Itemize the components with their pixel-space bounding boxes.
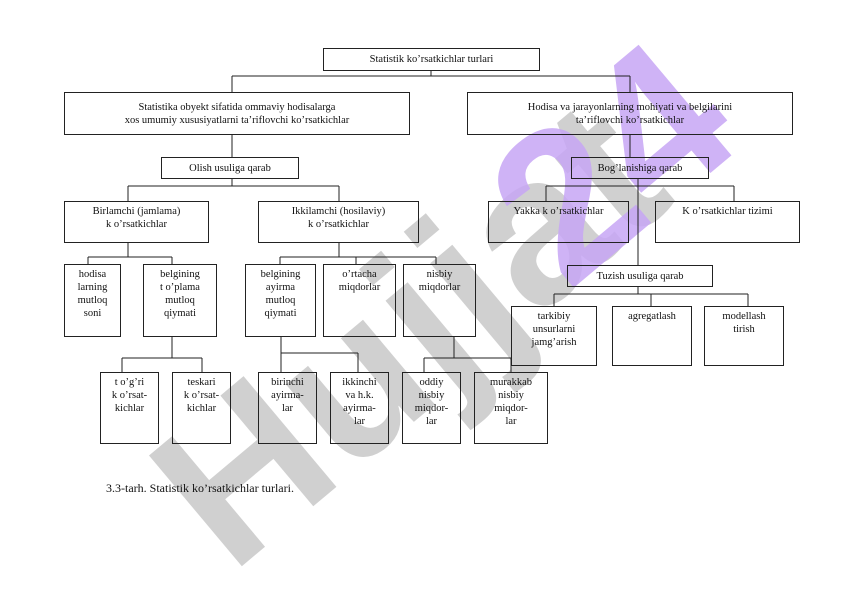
by-obtaining-method-box: Olish usuliga qarab xyxy=(161,157,299,179)
average-values-box: o’rtacha miqdorlar xyxy=(323,264,396,337)
figure-caption: 3.3-tarh. Statistik ko’rsatkichlar turla… xyxy=(106,481,294,495)
aggregation-box: agregatlash xyxy=(612,306,692,366)
by-construction-method-box: Tuzish usuliga qarab xyxy=(567,265,713,287)
complex-relative-box: murakkab nisbiy miqdor- lar xyxy=(474,372,548,444)
total-absolute-value-box: belgining t o’plama mutloq qiymati xyxy=(143,264,217,337)
general-indicators-box: Statistika obyekt sifatida ommaviy hodis… xyxy=(64,92,410,135)
absolute-count-box: hodisa larning mutloq soni xyxy=(64,264,121,337)
indicator-system-box: K o’rsatkichlar tizimi xyxy=(655,201,800,243)
difference-absolute-value-box: belgining ayirma mutloq qiymati xyxy=(245,264,316,337)
first-differences-box: birinchi ayirma- lar xyxy=(258,372,317,444)
inverse-indicators-box: teskari k o’rsat- kichlar xyxy=(172,372,231,444)
direct-indicators-box: t o’g’ri k o’rsat- kichlar xyxy=(100,372,159,444)
simple-relative-box: oddiy nisbiy miqdor- lar xyxy=(402,372,461,444)
primary-indicators-box: Birlamchi (jamlama) k o’rsatkichlar xyxy=(64,201,209,243)
accumulation-box: tarkibiy unsurlarni jamg’arish xyxy=(511,306,597,366)
modelling-box: modellash tirish xyxy=(704,306,784,366)
secondary-indicators-box: Ikkilamchi (hosilaviy) k o’rsatkichlar xyxy=(258,201,419,243)
root-box: Statistik ko’rsatkichlar turlari xyxy=(323,48,540,71)
single-indicators-box: Yakka k o’rsatkichlar xyxy=(488,201,629,243)
relative-values-box: nisbiy miqdorlar xyxy=(403,264,476,337)
essence-indicators-box: Hodisa va jarayonlarning mohiyati va bel… xyxy=(467,92,793,135)
by-relation-box: Bog’lanishiga qarab xyxy=(571,157,709,179)
second-differences-box: ikkinchi va h.k. ayirma- lar xyxy=(330,372,389,444)
